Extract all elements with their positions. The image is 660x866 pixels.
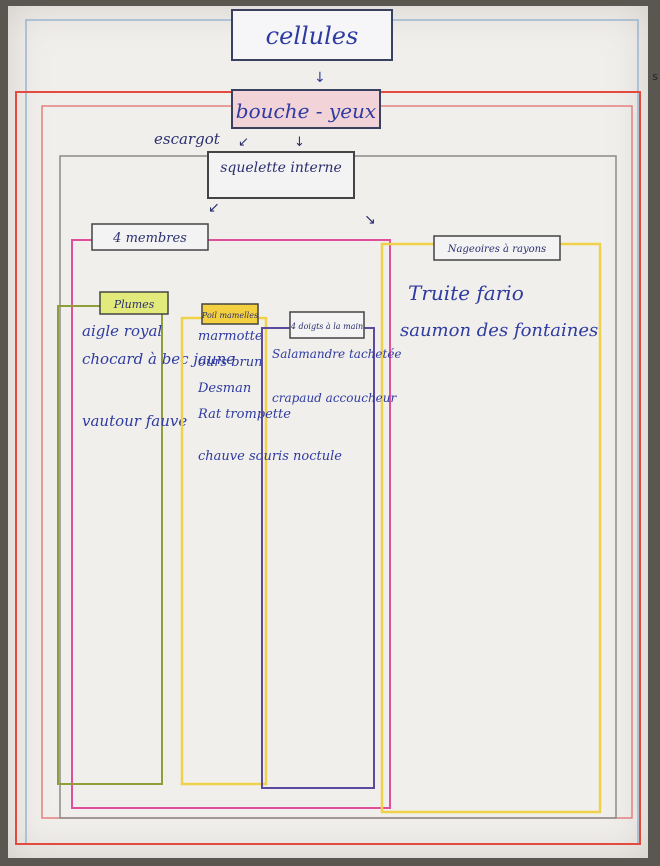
- skeleton-label: squelette interne: [220, 160, 342, 176]
- arrow-left: ↙: [208, 200, 220, 216]
- paper-sheet: cellules ↓ bouche - yeux escargot ↙ ↓ sq…: [8, 6, 648, 858]
- arrow-down-1: ↓: [314, 70, 326, 86]
- cellules-label: cellules: [266, 22, 359, 50]
- four-limbs-label: 4 membres: [112, 231, 187, 246]
- skeleton-box: [207, 151, 355, 199]
- edge-mark: s: [652, 70, 658, 83]
- feathers-column: [57, 305, 163, 785]
- fingers-item: crapaud accoucheur: [272, 391, 398, 405]
- fingers-label: 4 doigts à la main: [290, 322, 363, 331]
- hair-box: [201, 303, 259, 325]
- four-limbs-box: [91, 223, 209, 251]
- arrow-right: ↘: [364, 212, 376, 228]
- hair-item: marmotte: [198, 329, 263, 344]
- arrow-escargot: ↙: [238, 135, 249, 150]
- fish-item: Truite fario: [408, 281, 524, 305]
- fingers-box: [289, 311, 365, 339]
- classification-diagram: cellules ↓ bouche - yeux escargot ↙ ↓ sq…: [15, 9, 641, 845]
- cellules-box: [231, 9, 393, 61]
- hair-item: ours brun: [198, 355, 263, 370]
- hair-label: Poil mamelles: [201, 311, 258, 320]
- fingers-item: Salamandre tachetée: [272, 347, 402, 361]
- fish-item: saumon des fontaines: [400, 320, 598, 341]
- feathers-item: vautour fauve: [82, 412, 187, 430]
- feathers-box: [99, 291, 169, 315]
- bouche-yeux-label: bouche - yeux: [236, 99, 376, 123]
- outer-red-frame: [15, 91, 641, 845]
- feathers-label: Plumes: [113, 298, 155, 311]
- arrow-down-2: ↓: [294, 135, 305, 150]
- escargot-label: escargot: [154, 130, 221, 148]
- hair-item: chauve souris noctule: [198, 449, 342, 464]
- outer-blue-frame: [25, 19, 639, 845]
- feathers-item: aigle royal: [82, 322, 162, 340]
- fins-box: [433, 235, 561, 261]
- feathers-item: chocard à bec jaune: [82, 350, 235, 368]
- bouche-yeux-box: [231, 89, 381, 129]
- hair-item: Rat trompette: [197, 407, 291, 422]
- four-limbs-region: [71, 239, 391, 809]
- hair-item: Desman: [197, 381, 251, 396]
- fins-label: Nageoires à rayons: [447, 244, 546, 255]
